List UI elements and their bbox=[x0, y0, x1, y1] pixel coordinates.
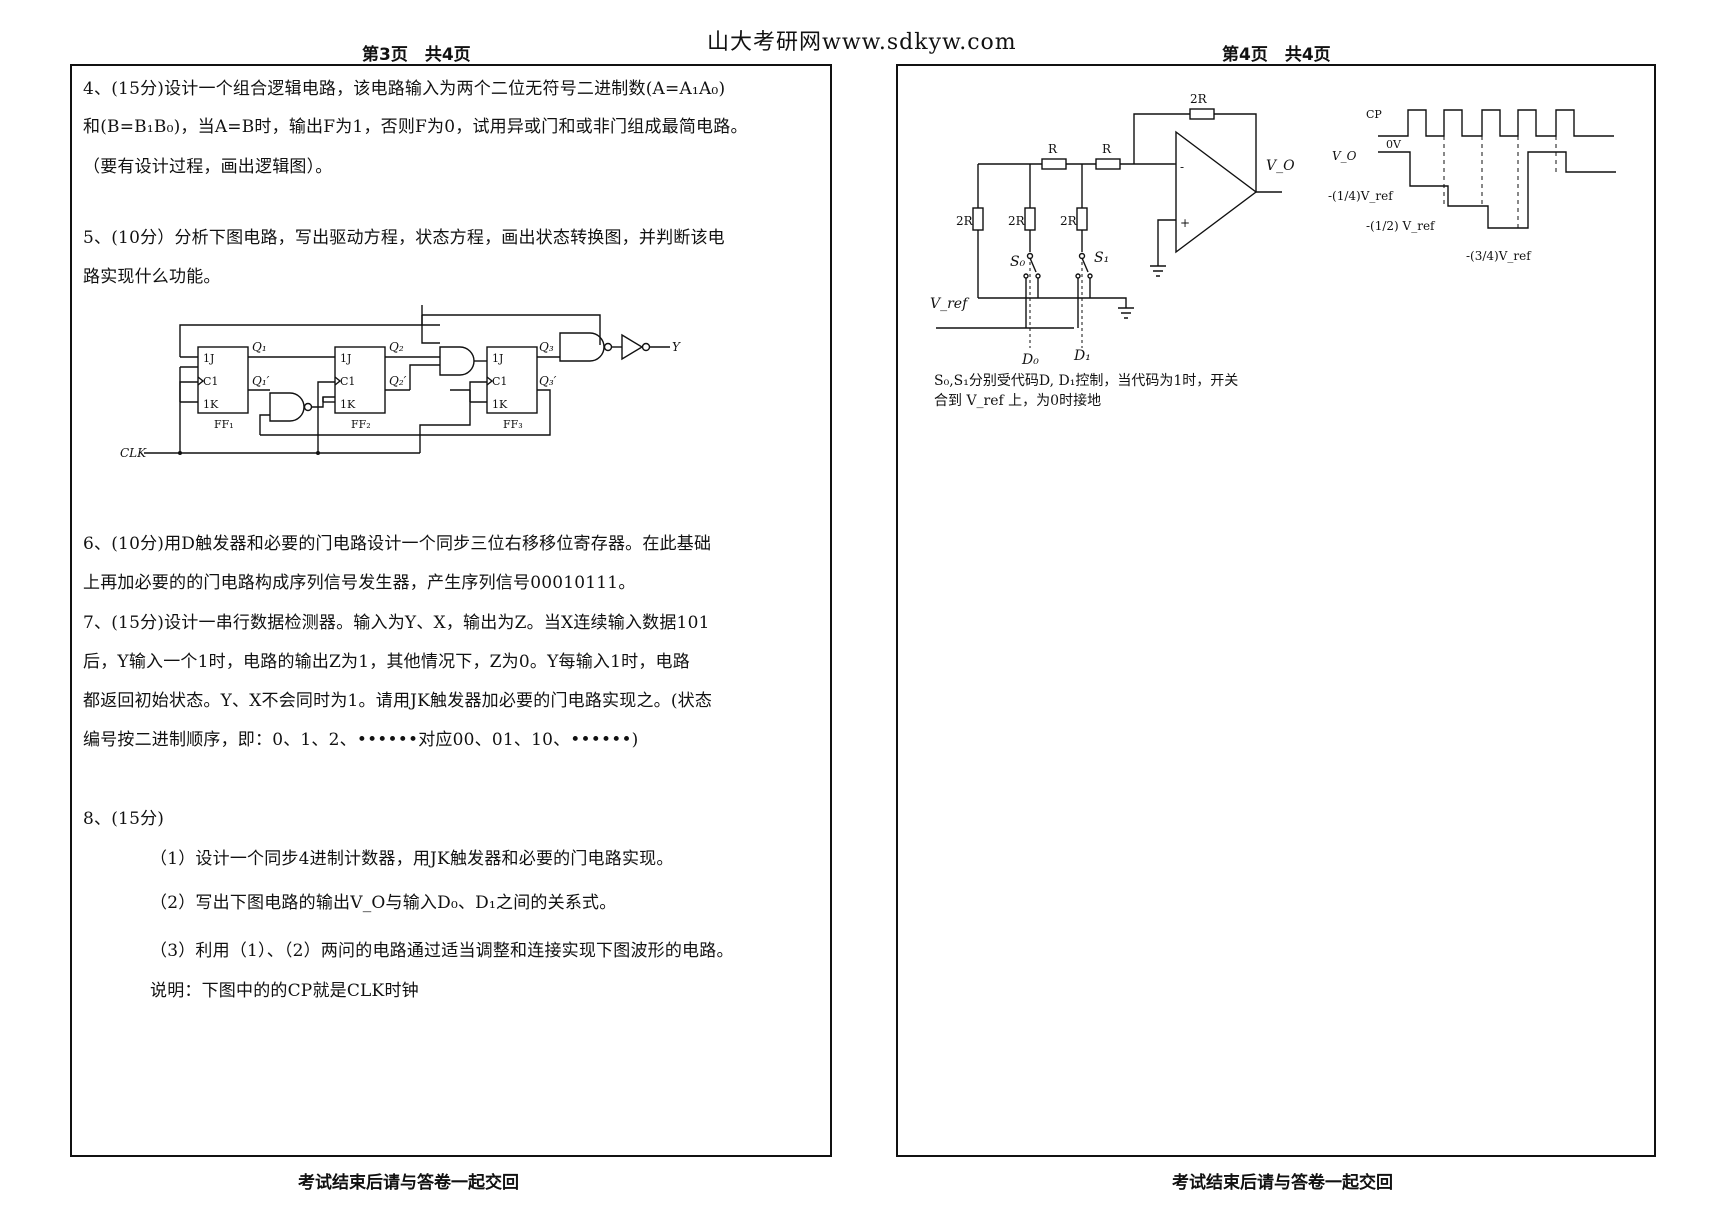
q4-line1: 4、(15分)设计一个组合逻辑电路，该电路输入为两个二位无符号二进制数(A=A₁… bbox=[83, 79, 726, 99]
r-left-label: 2R bbox=[956, 214, 974, 228]
q6-line2: 上再加必要的的门电路构成序列信号发生器，产生序列信号00010111。 bbox=[83, 573, 636, 593]
ff1-label: FF₁ bbox=[214, 418, 234, 431]
ff2-c-label: C1 bbox=[340, 375, 355, 388]
q7-line4: 编号按二进制顺序，即：0、1、2、••••••对应00、01、10、••••••… bbox=[83, 730, 639, 750]
ff2-label: FF₂ bbox=[351, 418, 371, 431]
q5-line1: 5、(10分）分析下图电路，写出驱动方程，状态方程，画出状态转换图，并判断该电 bbox=[83, 228, 725, 248]
resistor-feedback bbox=[1189, 108, 1215, 120]
left-page-number: 第3页 共4页 bbox=[362, 45, 471, 65]
ov-label: 0V bbox=[1386, 138, 1402, 151]
q8-part1: （1）设计一个同步4进制计数器，用JK触发器和必要的门电路实现。 bbox=[150, 849, 674, 869]
resistor-r1 bbox=[1041, 158, 1067, 170]
left-page-frame bbox=[70, 64, 832, 1157]
level-half-label: -(1/2) V_ref bbox=[1366, 219, 1436, 233]
q8-part3: （3）利用（1）、（2）两问的电路通过适当调整和连接实现下图波形的电路。 bbox=[150, 941, 734, 961]
s0-label: S₀ bbox=[1010, 254, 1026, 270]
q4-line2: 和(B=B₁B₀)，当A=B时，输出F为1，否则F为0，试用异或门和或非门组成最… bbox=[83, 117, 748, 137]
waveform-diagram: CP 0V V_O -(1/4)V_ref -(1/2) V_ref -(3/4… bbox=[1328, 108, 1616, 263]
site-title: 山大考研网www.sdkyw.com bbox=[707, 30, 1017, 55]
switch-note-line2: 合到 V_ref 上，为0时接地 bbox=[934, 393, 1102, 409]
r-s1-label: 2R bbox=[1060, 214, 1078, 228]
r2-label: R bbox=[1102, 142, 1112, 156]
ff3-box bbox=[486, 346, 538, 414]
q8-title: 8、(15分) bbox=[83, 809, 165, 829]
resistor-s0-2r bbox=[1024, 207, 1036, 231]
r-feedback-label: 2R bbox=[1190, 92, 1208, 106]
right-page-number: 第4页 共4页 bbox=[1222, 45, 1331, 65]
ff2-k-label: 1K bbox=[340, 398, 356, 411]
q5-line2: 路实现什么功能。 bbox=[83, 267, 221, 287]
and-gate-ff3 bbox=[439, 346, 475, 376]
ff3-k-label: 1K bbox=[492, 398, 508, 411]
left-footer: 考试结束后请与答卷一起交回 bbox=[298, 1173, 519, 1193]
nand-gate-1 bbox=[269, 392, 305, 422]
cp-label: CP bbox=[1366, 108, 1382, 121]
vo-waveform bbox=[1378, 151, 1616, 229]
resistor-left-2r bbox=[972, 207, 984, 231]
r1-label: R bbox=[1048, 142, 1058, 156]
dac-circuit-diagram: 2R R R 2R 2R 2R - + S₀ S₁ D₀ D₁ V_ref V_… bbox=[930, 92, 1295, 368]
q7-line1: 7、(15分)设计一串行数据检测器。输入为Y、X，输出为Z。当X连续输入数据10… bbox=[83, 613, 710, 633]
s1-label: S₁ bbox=[1094, 250, 1109, 266]
r-s0-label: 2R bbox=[1008, 214, 1026, 228]
y-output-label: Y bbox=[672, 340, 681, 354]
nand-gate-out bbox=[559, 332, 605, 362]
ff3-j-label: 1J bbox=[492, 352, 503, 365]
right-footer: 考试结束后请与答卷一起交回 bbox=[1172, 1173, 1393, 1193]
ff2-box bbox=[334, 346, 386, 414]
q6-line1: 6、(10分)用D触发器和必要的门电路设计一个同步三位右移移位寄存器。在此基础 bbox=[83, 534, 712, 554]
q3-label: Q₃ bbox=[539, 340, 554, 354]
q4-line3: （要有设计过程，画出逻辑图）。 bbox=[83, 157, 333, 177]
ff1-c-label: C1 bbox=[203, 375, 218, 388]
op-plus-label: + bbox=[1180, 216, 1190, 230]
resistor-r2 bbox=[1095, 158, 1121, 170]
q1-label: Q₁ bbox=[252, 340, 267, 354]
ff1-box bbox=[197, 346, 249, 414]
q5-circuit-diagram: 1J C1 1K 1J C1 1K 1J C1 1K FF₁ FF₂ FF₃ Q… bbox=[120, 305, 681, 460]
right-page-frame bbox=[896, 64, 1656, 1157]
level-quarter-label: -(1/4)V_ref bbox=[1328, 189, 1394, 203]
q2-label: Q₂ bbox=[389, 340, 404, 354]
resistor-s1-2r bbox=[1076, 207, 1088, 231]
op-minus-label: - bbox=[1180, 160, 1184, 174]
q3n-label: Q₃′ bbox=[539, 374, 557, 388]
vo-label: V_O bbox=[1266, 158, 1295, 174]
vo-wave-label: V_O bbox=[1332, 149, 1357, 163]
ff3-c-label: C1 bbox=[492, 375, 507, 388]
q7-line3: 都返回初始状态。Y、X不会同时为1。请用JK触发器加必要的门电路实现之。(状态 bbox=[83, 691, 713, 711]
level-three-quarter-label: -(3/4)V_ref bbox=[1466, 249, 1532, 263]
switch-note-line1: S₀,S₁分别受代码D, D₁控制，当代码为1时，开关 bbox=[934, 373, 1239, 389]
vref-label: V_ref bbox=[930, 296, 970, 312]
q7-line2: 后，Y输入一个1时，电路的输出Z为1，其他情况下，Z为0。Y每输入1时，电路 bbox=[83, 652, 690, 672]
op-amp bbox=[1175, 130, 1258, 254]
q2n-label: Q₂′ bbox=[389, 374, 407, 388]
q8-part2: （2）写出下图电路的输出V_O与输入D₀、D₁之间的关系式。 bbox=[150, 893, 617, 913]
cp-waveform bbox=[1378, 109, 1614, 137]
ff1-j-label: 1J bbox=[203, 352, 214, 365]
inverter-gate bbox=[621, 333, 644, 361]
q1n-label: Q₁′ bbox=[252, 374, 270, 388]
ff1-k-label: 1K bbox=[203, 398, 219, 411]
clk-label: CLK bbox=[120, 446, 147, 460]
ff2-j-label: 1J bbox=[340, 352, 351, 365]
d0-label: D₀ bbox=[1021, 352, 1039, 368]
q8-note: 说明：下图中的的CP就是CLK时钟 bbox=[150, 981, 419, 1001]
ff3-label: FF₃ bbox=[503, 418, 523, 431]
d1-label: D₁ bbox=[1073, 348, 1091, 364]
